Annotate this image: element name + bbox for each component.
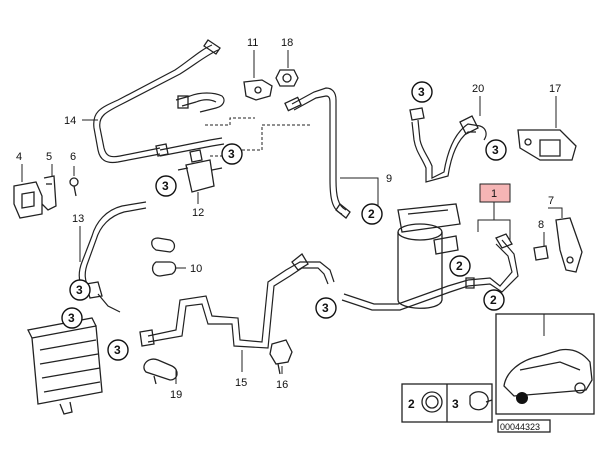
ref-circle-3-c: 3 — [411, 81, 433, 103]
label-19: 19 — [170, 389, 182, 401]
hose-9 — [284, 87, 351, 219]
leader-7 — [548, 207, 563, 218]
ref-circle-3-d: 3 — [485, 139, 507, 161]
leader-1b — [494, 219, 511, 240]
svg-text:3: 3 — [322, 301, 329, 315]
switch-17 — [517, 129, 577, 161]
ref-circle-3-g: 3 — [61, 307, 83, 329]
svg-text:3: 3 — [162, 179, 169, 193]
leader-1a — [477, 202, 495, 232]
label-20: 20 — [472, 83, 484, 95]
hose-drier — [341, 233, 519, 311]
label-6: 6 — [70, 151, 76, 163]
fitting-16 — [269, 339, 293, 375]
clamp-19 — [143, 358, 178, 385]
diagram-code-box — [497, 419, 551, 433]
connector-4 — [13, 181, 43, 219]
ref-circle-2-b: 2 — [449, 255, 471, 277]
svg-text:3: 3 — [114, 343, 121, 357]
svg-text:2: 2 — [456, 259, 463, 273]
svg-text:2: 2 — [368, 207, 375, 221]
ref-circle-3-e: 3 — [315, 297, 337, 319]
label-5: 5 — [46, 151, 52, 163]
svg-text:3: 3 — [418, 85, 425, 99]
label-9: 9 — [386, 173, 392, 185]
label-1: 1 — [491, 188, 497, 200]
label-13: 13 — [72, 213, 84, 225]
svg-text:3: 3 — [76, 283, 83, 297]
ref-circle-3-f: 3 — [69, 279, 91, 301]
ref-circle-3-a: 3 — [221, 143, 243, 165]
diagram-code: 00044323 — [500, 422, 540, 432]
highlight-box-1 — [479, 183, 511, 203]
hose-20 — [409, 107, 487, 183]
dashed-link-a — [205, 117, 255, 126]
svg-text:2: 2 — [490, 293, 497, 307]
legend-label-3: 3 — [452, 397, 459, 411]
receiver-drier-1 — [397, 203, 461, 309]
label-12: 12 — [192, 207, 204, 219]
label-18: 18 — [281, 37, 293, 49]
valve-12 — [177, 149, 223, 193]
label-10: 10 — [190, 263, 202, 275]
clip-5 — [41, 175, 57, 211]
label-7: 7 — [548, 195, 554, 207]
label-15: 15 — [235, 377, 247, 389]
bracket-11 — [243, 79, 273, 101]
ref-circle-2-c: 2 — [483, 289, 505, 311]
svg-text:3: 3 — [68, 311, 75, 325]
svg-text:3: 3 — [492, 143, 499, 157]
label-11: 11 — [247, 37, 258, 49]
leader-9 — [340, 177, 379, 210]
ref-circle-3-b: 3 — [155, 175, 177, 197]
nut-18 — [275, 69, 299, 87]
label-17: 17 — [549, 83, 561, 95]
nut-8 — [533, 245, 549, 261]
hose-15 — [139, 253, 335, 349]
legend-box: 2 3 — [401, 383, 493, 423]
oil-cooler — [27, 317, 103, 415]
dashed-link-c — [232, 124, 312, 151]
bracket-7 — [555, 217, 583, 273]
svg-text:3: 3 — [228, 147, 235, 161]
label-16: 16 — [276, 379, 288, 391]
legend-label-2: 2 — [408, 397, 415, 411]
hose-upper-mid — [159, 92, 225, 157]
ref-circle-3-h: 3 — [107, 339, 129, 361]
label-4: 4 — [16, 151, 22, 163]
label-8: 8 — [538, 219, 544, 231]
label-14: 14 — [64, 115, 76, 127]
hose-14 — [93, 39, 221, 164]
clamp-10 — [151, 237, 177, 277]
ref-circle-2-a: 2 — [361, 203, 383, 225]
car-location-inset — [495, 313, 595, 415]
screw-6 — [69, 177, 79, 197]
hose-13 — [78, 201, 147, 313]
